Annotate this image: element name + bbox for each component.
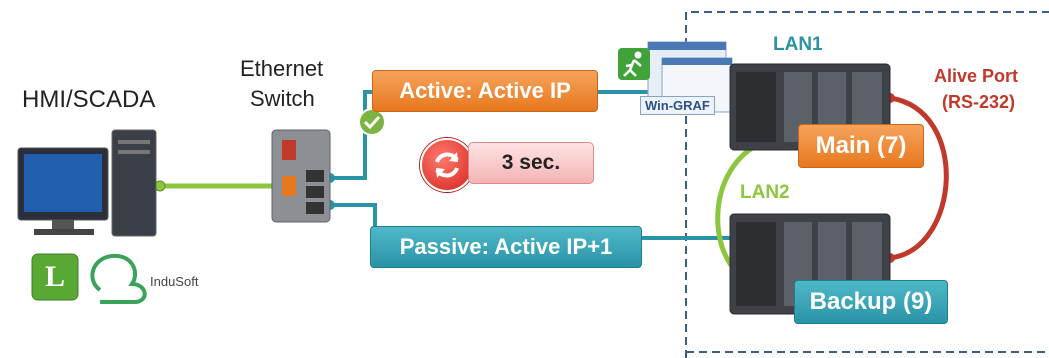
alive-port-link: [889, 95, 949, 261]
timer-label: 3 sec.: [468, 142, 594, 184]
lan1-label: LAN1: [773, 34, 823, 55]
main-tag: Main (7): [798, 124, 924, 168]
alive-port-label-line2: (RS-232): [942, 92, 1016, 112]
l-logo-letter: L: [45, 260, 66, 293]
active-ip-tag: Active: Active IP: [372, 70, 598, 112]
passive-ip-tag: Passive: Active IP+1: [370, 226, 642, 268]
refresh-icon: [420, 138, 474, 192]
alive-port-label-line1: Alive Port: [934, 66, 1019, 86]
check-icon: [358, 108, 386, 136]
lan2-label: LAN2: [740, 182, 790, 203]
ethernet-switch-label-line1: Ethernet: [240, 56, 324, 81]
timer-badge: 3 sec.: [420, 138, 598, 192]
ethernet-switch-label-line2: Switch: [250, 86, 315, 111]
ethernet-switch-icon: [271, 129, 331, 223]
hmi-scada-label: HMI/SCADA: [22, 86, 156, 113]
redundancy-zone-border: [685, 11, 1049, 358]
indusoft-logo-icon: [90, 253, 147, 304]
running-man-icon: [618, 48, 650, 80]
indusoft-label: InduSoft: [150, 274, 199, 289]
l-logo-icon: [31, 253, 79, 301]
backup-tag: Backup (9): [794, 280, 948, 324]
computer-monitor-icon: [17, 129, 157, 237]
wingraf-label: Win-GRAF: [640, 96, 715, 115]
